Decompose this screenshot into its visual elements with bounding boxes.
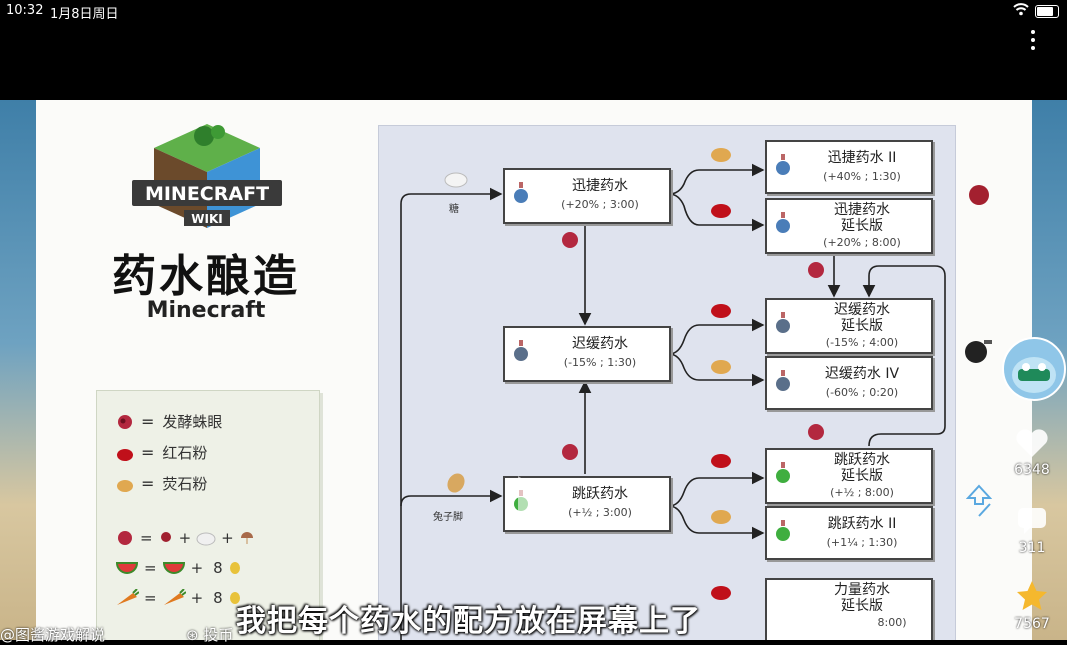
- brewing-tree-arrows: [400, 163, 946, 640]
- potion-bottle-icon: [776, 462, 790, 483]
- status-time: 10:32: [6, 3, 44, 18]
- rabbit-foot-icon: [447, 473, 465, 493]
- legend-item-redstone: =红石粉: [115, 442, 207, 463]
- legend-item-spider-eye: =发酵蛛眼: [115, 411, 222, 432]
- svg-text:WIKI: WIKI: [191, 212, 222, 226]
- potion-bottle-icon: [776, 520, 790, 541]
- potion-leaping-2: 跳跃药水 II (+1¼ ; 1:30): [765, 506, 933, 560]
- video-player[interactable]: MINECRAFT WIKI 药水酿造 Minecraft =发酵蛛眼 =红石粉…: [0, 100, 1067, 640]
- more-options-button[interactable]: [1025, 30, 1041, 58]
- avatar[interactable]: [1002, 337, 1066, 401]
- sugar-label: 糖: [449, 204, 459, 215]
- rabbit-foot-label: 兔子脚: [433, 512, 463, 523]
- recipe-golden-carrot: = +8: [115, 589, 242, 607]
- video-frame-slide: MINECRAFT WIKI 药水酿造 Minecraft =发酵蛛眼 =红石粉…: [36, 100, 1032, 640]
- redstone-icon: [711, 454, 731, 468]
- glowstone-icon: [711, 510, 731, 524]
- coin-icon: ⊛: [186, 626, 199, 644]
- melon-slice-icon: [115, 562, 139, 574]
- glowstone-icon: [711, 360, 731, 374]
- potion-bottle-icon: [776, 154, 790, 175]
- like-count: 6348: [1014, 462, 1050, 478]
- carrot-icon: [117, 589, 139, 605]
- gold-nugget-icon: [229, 592, 240, 604]
- comment-button[interactable]: 311: [1002, 506, 1062, 556]
- spider-eye-icon: [118, 531, 132, 545]
- potion-swiftness: 迅捷药水 (+20% ; 3:00): [503, 168, 671, 224]
- ingredient-legend: =发酵蛛眼 =红石粉 =荧石粉 = + + =: [96, 390, 320, 640]
- spider-eye-icon: [118, 414, 132, 429]
- recipe-fermented-spider-eye: = + +: [115, 529, 255, 547]
- recipe-glistering-melon: = +8: [115, 559, 242, 577]
- spider-eye-icon: [562, 232, 578, 248]
- heart-icon: [1016, 429, 1048, 457]
- redstone-icon: [711, 586, 731, 600]
- spider-eye-icon: [562, 444, 578, 460]
- spider-eye-icon: [808, 262, 824, 278]
- video-subtitle: 我把每个药水的配方放在屏幕上了: [236, 604, 701, 639]
- mushroom-icon: [240, 532, 253, 544]
- potion-bottle-icon: [514, 182, 528, 203]
- glowstone-icon: [711, 148, 731, 162]
- carrot-icon: [163, 589, 186, 605]
- page-title: 药水酿造: [112, 251, 300, 302]
- comment-count: 311: [1018, 540, 1046, 556]
- star-icon: [1017, 581, 1047, 610]
- redstone-icon: [711, 204, 731, 218]
- play-icon[interactable]: [512, 472, 560, 528]
- potion-slowness: 迟缓药水 (-15% ; 1:30): [503, 326, 671, 382]
- coin-button[interactable]: ⊛ 投币: [186, 624, 233, 645]
- redstone-icon: [711, 304, 731, 318]
- potion-bottle-icon: [776, 312, 790, 333]
- potion-bottle-icon: [776, 212, 790, 233]
- potion-bottle-icon: [514, 340, 528, 361]
- svg-text:MINECRAFT: MINECRAFT: [145, 183, 269, 205]
- status-bar: 10:32 1月8日周日: [0, 0, 1067, 22]
- potion-slowness-4: 迟缓药水 IV (-60% ; 0:20): [765, 356, 933, 410]
- melon-slice-icon: [162, 562, 185, 574]
- legend-item-glowstone: =荧石粉: [115, 473, 207, 494]
- potion-swiftness-2: 迅捷药水 II (+40% ; 1:30): [765, 140, 933, 194]
- potion-leaping-extended: 跳跃药水 延长版 (+½ ; 8:00): [765, 448, 933, 504]
- glowstone-icon: [117, 479, 133, 492]
- like-button[interactable]: 6348: [1002, 428, 1062, 478]
- brewing-tree-diagram: 糖 兔子脚 迅捷药水 (+20% ; 3:00) 迅捷药水 II: [378, 125, 956, 640]
- potion-bottle-icon: [776, 370, 790, 391]
- battery-icon: [1035, 5, 1059, 18]
- comment-icon: [1018, 508, 1046, 534]
- favorite-button[interactable]: 7567: [1002, 580, 1062, 632]
- page-subtitle: Minecraft: [146, 298, 266, 323]
- author-name[interactable]: @图酱游戏解说: [0, 626, 106, 644]
- redstone-icon: [117, 448, 133, 461]
- wifi-icon: [1013, 3, 1029, 16]
- bomb-icon: [965, 340, 992, 363]
- share-arrows-icon[interactable]: [966, 484, 992, 518]
- status-date: 1月8日周日: [50, 7, 119, 22]
- potion-strength-extended: 力量药水 延长版 8:00): [765, 578, 933, 640]
- gold-nugget-icon: [229, 562, 240, 574]
- spider-eye-icon: [969, 185, 989, 205]
- favorite-count: 7567: [1014, 616, 1050, 632]
- spider-eye-icon: [808, 424, 824, 440]
- coin-label: 投币: [203, 626, 234, 644]
- minecraft-wiki-logo: MINECRAFT WIKI: [132, 124, 282, 228]
- potion-swiftness-extended: 迅捷药水 延长版 (+20% ; 8:00): [765, 198, 933, 254]
- potion-slowness-extended: 迟缓药水 延长版 (-15% ; 4:00): [765, 298, 933, 354]
- spider-eye-icon: [160, 532, 171, 542]
- sugar-icon: [444, 172, 468, 188]
- sugar-icon: [196, 532, 216, 546]
